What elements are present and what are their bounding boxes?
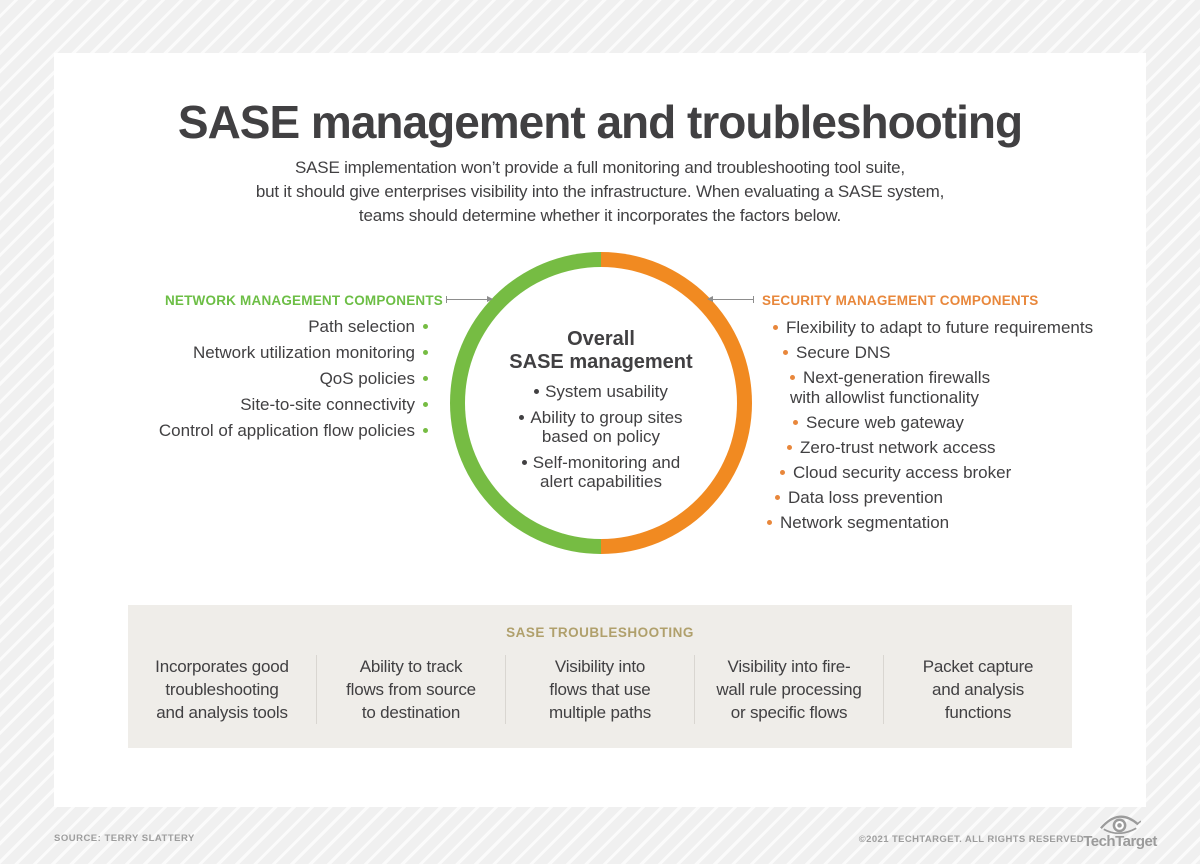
eye-icon: [1100, 815, 1141, 834]
overall-title: Overall SASE management: [509, 328, 693, 373]
footer-right-group: ©2021 TECHTARGET. ALL RIGHTS RESERVED Te…: [858, 812, 1157, 850]
security-components-list: Flexibility to adapt to future requireme…: [759, 318, 1093, 538]
overall-item: System usability: [450, 382, 752, 401]
troubleshooting-heading: SASE TROUBLESHOOTING: [506, 625, 694, 640]
network-components-list: Path selection Network utilization monit…: [159, 314, 428, 444]
page-subtitle: SASE implementation won’t provide a full…: [255, 158, 945, 225]
network-item: Path selection: [159, 314, 428, 340]
techtarget-wordmark: TechTarget: [1083, 833, 1157, 850]
security-item: Secure DNS: [759, 343, 1093, 363]
network-components-heading: NETWORK MANAGEMENT COMPONENTS: [164, 293, 443, 308]
left-connector-arrow-icon: [487, 296, 493, 302]
security-item: Next-generation firewalls with allowlist…: [759, 368, 1093, 408]
troubleshooting-item: Visibility into fire- wall rule processi…: [694, 655, 883, 724]
security-item: Flexibility to adapt to future requireme…: [759, 318, 1093, 338]
overall-management-panel: Overall SASE management System usability…: [450, 328, 752, 491]
security-item: Cloud security access broker: [759, 463, 1093, 483]
network-item: Control of application flow policies: [159, 418, 428, 444]
overall-item: Ability to group sites based on policy: [450, 408, 752, 446]
left-connector-line: [446, 296, 493, 303]
overall-list: System usability Ability to group sites …: [450, 382, 752, 491]
overall-item: Self-monitoring and alert capabilities: [450, 453, 752, 491]
page-title: SASE management and troubleshooting: [177, 96, 1023, 148]
right-connector-arrow-icon: [707, 296, 713, 302]
troubleshooting-item: Packet capture and analysis functions: [883, 655, 1072, 724]
network-item: Network utilization monitoring: [159, 340, 428, 366]
troubleshooting-columns: Incorporates good troubleshooting and an…: [128, 655, 1072, 724]
security-item: Data loss prevention: [759, 488, 1093, 508]
troubleshooting-item: Incorporates good troubleshooting and an…: [155, 657, 289, 722]
infographic-card: SASE management and troubleshooting SASE…: [54, 53, 1146, 807]
security-item: Secure web gateway: [759, 413, 1093, 433]
security-item: Zero-trust network access: [759, 438, 1093, 458]
right-connector-tick: [753, 296, 754, 303]
troubleshooting-panel: SASE TROUBLESHOOTING Incorporates good t…: [128, 605, 1072, 748]
techtarget-logo: TechTarget: [1083, 812, 1157, 850]
sase-ring: Overall SASE management System usability…: [450, 252, 752, 554]
left-connector-tick: [446, 296, 447, 303]
network-item: QoS policies: [159, 366, 428, 392]
network-item: Site-to-site connectivity: [159, 392, 428, 418]
sase-ring-inner: [465, 267, 737, 539]
right-connector-line: [707, 296, 754, 303]
security-item: Network segmentation: [759, 513, 1093, 533]
security-components-heading: SECURITY MANAGEMENT COMPONENTS: [762, 293, 1039, 308]
troubleshooting-item: Visibility into flows that use multiple …: [505, 655, 694, 724]
source-credit: SOURCE: TERRY SLATTERY: [54, 833, 195, 844]
troubleshooting-item: Ability to track flows from source to de…: [316, 655, 505, 724]
copyright-text: ©2021 TECHTARGET. ALL RIGHTS RESERVED: [858, 834, 1084, 845]
